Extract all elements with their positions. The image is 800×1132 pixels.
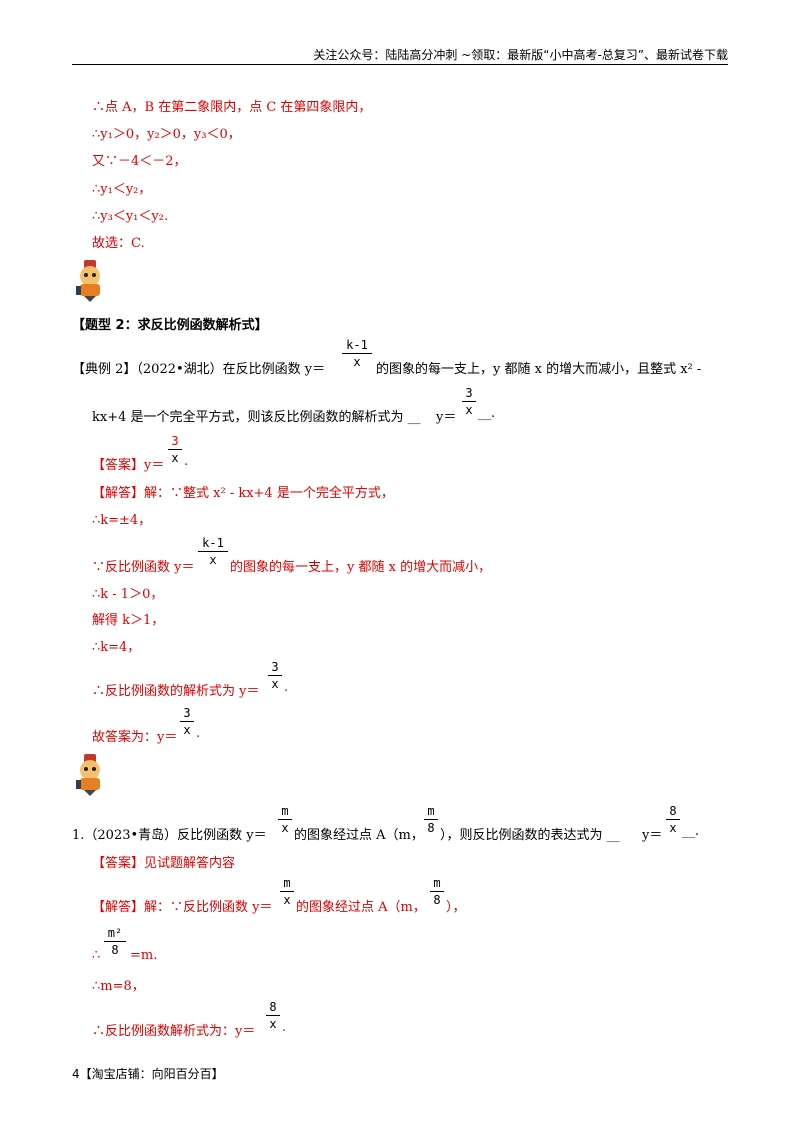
page-footer: 4【淘宝店铺：向阳百分百】: [72, 1067, 224, 1081]
solution-line: 故答案为：y＝: [92, 730, 178, 745]
solution-line: ∴点 A，B 在第二象限内，点 C 在第四象限内，: [92, 100, 372, 115]
answer-blank: __.: [682, 824, 700, 839]
solution-line: ∵反比例函数 y＝: [92, 560, 195, 575]
answer-blank: y＝: [642, 828, 663, 843]
solution-line: 故选：C.: [92, 236, 145, 251]
header-rule: [72, 64, 728, 65]
solution-line: ），: [446, 900, 466, 915]
page-header: 关注公众号：陆陆高分冲刺 ~领取：最新版“小中高考-总复习”、最新试卷下载: [313, 48, 728, 62]
solution-line: 【解答】解：∵整式 x² - kx+4 是一个完全平方式，: [92, 486, 394, 501]
solution-line: 的图象经过点 A（m，: [296, 900, 426, 915]
solution-line: ∴k - 1＞0，: [92, 587, 164, 602]
therefore-symbol: ∴: [92, 948, 101, 963]
pencil-mascot-icon: [76, 754, 100, 796]
solution-line: .: [196, 726, 201, 741]
solution-line: ∴y₃＜y₁＜y₂.: [92, 209, 169, 224]
solution-line: 又∵－4＜－2，: [92, 154, 187, 169]
answer-blank: y＝: [436, 410, 457, 425]
solution-line: ∴y₁＞0，y₂＞0，y₃＜0，: [92, 127, 241, 142]
example-line: kx+4 是一个完全平方式，则该反比例函数的解析式为 __: [92, 410, 421, 425]
answer-label: 【答案】见试题解答内容: [92, 856, 236, 871]
solution-line: 【解答】解：∵反比例函数 y＝: [92, 900, 273, 915]
solution-line: ∴反比例函数解析式为：y＝: [92, 1024, 256, 1039]
solution-line: .: [284, 680, 289, 695]
solution-line: ∴m=8，: [92, 979, 145, 994]
solution-line: ∴k=±4，: [92, 513, 152, 528]
solution-line: ∴y₁＜y₂，: [92, 182, 152, 197]
pencil-mascot-icon: [76, 260, 100, 302]
solution-line: ∴反比例函数的解析式为 y＝: [92, 684, 260, 699]
question-line: 的图象经过点 A（m，: [294, 828, 424, 843]
answer-blank: __.: [478, 406, 496, 421]
solution-line: 的图象的每一支上，y 都随 x 的增大而减小，: [230, 560, 492, 575]
solution-line: 解得 k＞1，: [92, 613, 165, 628]
question-line: ），则反比例函数的表达式为 __: [440, 828, 620, 843]
solution-line: .: [282, 1020, 287, 1035]
section-title: 【题型 2：求反比例函数解析式】: [72, 318, 268, 333]
example-line: 的图象的每一支上，y 都随 x 的增大而减小，且整式 x² -: [376, 362, 702, 377]
question-line: 1.（2023•青岛）反比例函数 y＝: [72, 828, 267, 843]
answer-end: .: [184, 454, 189, 469]
solution-line: ∴k=4，: [92, 640, 141, 655]
answer-label: 【答案】y＝: [92, 458, 165, 473]
example-line: 【典例 2】（2022•湖北）在反比例函数 y＝: [72, 362, 326, 377]
solution-line: =m.: [130, 948, 158, 963]
